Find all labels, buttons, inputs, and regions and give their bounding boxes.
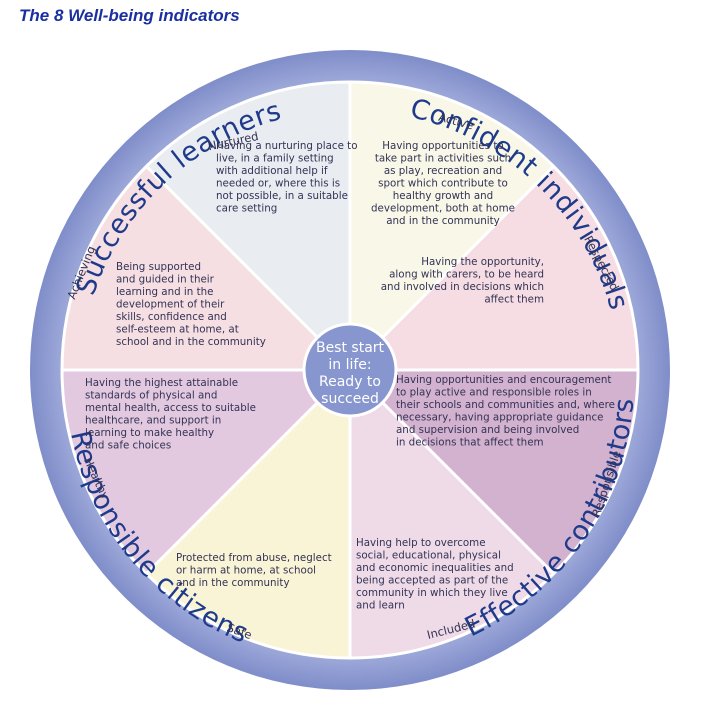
segment-healthy [62, 166, 350, 370]
segment-desc-active-line: Having opportunities to [382, 140, 503, 152]
segment-desc-responsible-line: necessary, having appropriate guidance [396, 412, 603, 424]
segment-desc-safe-line: or harm at home, at school [176, 565, 316, 577]
segment-desc-responsible-line: in decisions that affect them [396, 437, 544, 449]
segment-desc-included-line: and economic inequalities and [356, 562, 514, 574]
segment-desc-respected-line: affect them [484, 294, 544, 306]
segment-desc-healthy-line: and safe choices [85, 440, 171, 452]
segment-safe [62, 370, 350, 574]
segment-desc-healthy-line: learning to make healthy [85, 427, 214, 439]
segment-desc-active-line: as play, recreation and [384, 165, 502, 177]
segment-desc-active-line: healthy growth and [393, 190, 493, 202]
segment-nurtured [350, 82, 554, 370]
segment-desc-respected-line: along with carers, to be heard [389, 269, 544, 281]
divider-line [145, 368, 352, 575]
segment-desc-included-line: social, educational, physical [356, 550, 501, 562]
divider-lines [60, 80, 640, 660]
segment-desc-achieving-line: and guided in their [116, 274, 215, 286]
segment-included [146, 370, 350, 658]
page-title: The 8 Well-being indicators [19, 6, 240, 25]
segment-desc-healthy-line: healthcare, and support in [85, 415, 221, 427]
segment-desc-included-line: and learn [356, 600, 405, 612]
center-hub [302, 322, 398, 418]
segment-desc-safe-line: Protected from abuse, neglect [176, 552, 332, 564]
segment-desc-nurtured-line: needed or, where this is [216, 178, 340, 190]
segment-desc-active-line: development, both at home [371, 203, 515, 215]
segment-desc-active-line: and in the community [386, 215, 500, 227]
segment-desc-healthy-line: mental health, access to suitable [85, 402, 256, 414]
segment-desc-safe-line: and in the community [176, 577, 290, 589]
segments-group [62, 82, 638, 658]
segment-desc-nurtured-line: care setting [216, 203, 277, 215]
divider-line [145, 165, 352, 372]
divider-line [348, 368, 555, 575]
segment-desc-included-line: community in which they live [356, 587, 508, 599]
segment-desc-achieving-line: skills, confidence and [116, 311, 227, 323]
segment-desc-active-line: sport which contribute to [378, 178, 508, 190]
center-line-4: succeed [321, 391, 379, 407]
center-line-2: in life: [328, 357, 371, 373]
segment-desc-achieving-line: development of their [116, 299, 225, 311]
divider-line [348, 165, 555, 372]
segment-desc-responsible-line: their schools and communities and, where [396, 399, 615, 411]
segment-active [350, 166, 638, 370]
segment-desc-responsible-line: and supervision and being involved [396, 424, 579, 436]
segment-desc-respected-line: and involved in decisions which [381, 281, 544, 293]
segment-desc-achieving-line: Being supported [116, 261, 201, 273]
segment-responsible [350, 370, 554, 658]
segment-desc-nurtured-line: with additional help if [216, 165, 328, 177]
segment-desc-nurtured-line: Having a nurturing place to [216, 140, 358, 152]
center-line-1: Best start [316, 340, 385, 356]
segment-desc-included-line: Having help to overcome [356, 537, 486, 549]
segment-desc-achieving-line: self-esteem at home, at [116, 324, 239, 336]
segment-desc-achieving-line: learning and in the [116, 286, 213, 298]
segment-desc-respected-line: Having the opportunity, [421, 256, 544, 268]
inner-disk-border [60, 80, 640, 660]
segment-desc-responsible-line: to play active and responsible roles in [396, 387, 592, 399]
segment-desc-included-line: being accepted as part of the [356, 575, 508, 587]
segment-desc-responsible-line: Having opportunities and encouragement [396, 374, 611, 386]
center-line-3: Ready to [319, 374, 381, 390]
segment-achieving [146, 82, 350, 370]
segment-desc-healthy-line: standards of physical and [85, 390, 217, 402]
segment-desc-achieving-line: school and in the community [116, 336, 266, 348]
segment-desc-nurtured-line: live, in a family setting [216, 153, 334, 165]
segment-desc-nurtured-line: not possible, in a suitable [216, 190, 348, 202]
segment-desc-healthy-line: Having the highest attainable [85, 377, 238, 389]
segment-desc-active-line: take part in activities such [375, 153, 511, 165]
segment-respected [350, 370, 638, 574]
